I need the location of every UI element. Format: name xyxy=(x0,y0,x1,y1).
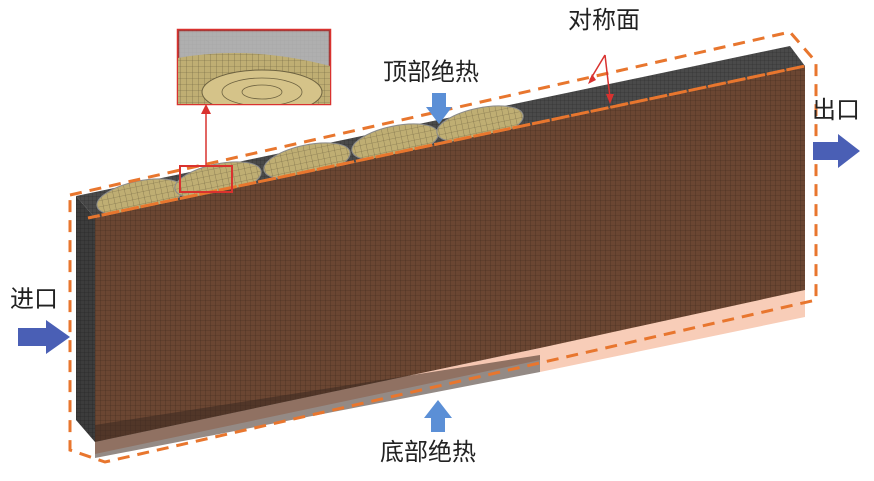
inlet-side-face xyxy=(76,196,95,442)
inlet-label: 进口 xyxy=(10,285,58,313)
outer-dashed-boundary xyxy=(68,30,818,464)
symmetry-plane-label: 对称面 xyxy=(568,6,640,34)
symmetry-pointer xyxy=(588,54,614,104)
top-insulation-label: 顶部绝热 xyxy=(383,58,479,86)
bottom-insulation-arrow xyxy=(424,400,452,432)
inlet-arrow xyxy=(18,320,70,354)
top-insulation-arrow xyxy=(426,93,452,124)
outlet-bottom-section xyxy=(540,290,805,372)
front-mesh-face xyxy=(95,66,805,442)
outlet-label: 出口 xyxy=(812,96,860,124)
bottom-insulation-label: 底部绝热 xyxy=(380,438,476,466)
symmetry-edge-dashed xyxy=(87,64,806,220)
zoom-callout xyxy=(176,28,332,193)
outlet-arrow xyxy=(813,134,860,168)
bottom-layer xyxy=(95,355,540,458)
